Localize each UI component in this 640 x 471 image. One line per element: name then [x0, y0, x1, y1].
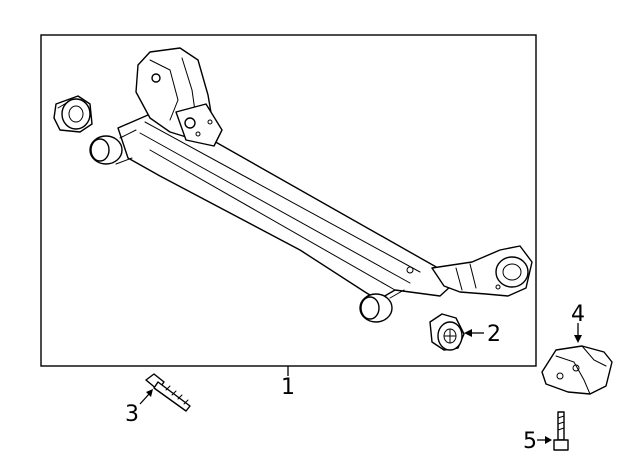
leader-arrow-2 — [464, 329, 484, 337]
callout-4: 4 — [571, 302, 585, 327]
leader-arrow-3 — [139, 389, 153, 405]
callout-5: 5 — [523, 429, 537, 454]
axle-beam-part[interactable] — [89, 47, 533, 323]
bracket-part-4[interactable] — [541, 345, 613, 395]
left-bushing[interactable] — [53, 95, 93, 133]
callout-2: 2 — [487, 322, 501, 347]
bushing-part-2[interactable] — [429, 313, 465, 351]
callout-3: 3 — [125, 402, 139, 427]
bolt-part-3[interactable] — [145, 373, 191, 412]
callout-1: 1 — [281, 375, 295, 400]
leader-arrow-4 — [574, 323, 582, 343]
leader-arrow-5 — [537, 436, 552, 444]
bolt-part-5[interactable] — [553, 411, 569, 451]
